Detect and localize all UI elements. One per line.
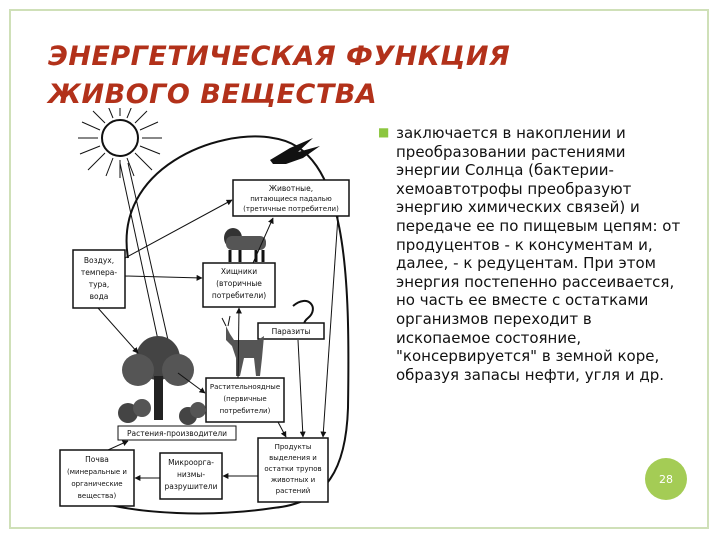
arrow-parasites-to-products [297,339,306,438]
soil-line-3: органические [71,480,122,488]
air-line-1: Воздух, [84,256,114,265]
microbes-box: Микроорга- низмы- разрушители [159,452,223,500]
arrow-scavengers-to-products [320,215,339,438]
title-line-1: ЭНЕРГЕТИЧЕСКАЯ ФУНКЦИЯ [48,41,511,72]
slide-frame [9,9,709,529]
products-line-3: остатки трупов [264,465,321,473]
producers-label: Растения-производители [127,429,227,438]
air-box: Воздух, темпера- тура, вода [72,249,126,309]
scavengers-line-3: (третичные потребители) [243,205,339,213]
soil-line-1: Почва [85,455,109,464]
predators-box: Хищники (вторичные потребители) [202,262,276,308]
microbes-line-2: низмы- [177,470,205,479]
arrow-tree-to-herbivores [177,372,206,394]
sunlight-arrow-2 [127,162,169,341]
predators-line-1: Хищники [221,267,257,276]
air-line-3: тура, [89,280,110,289]
arrow-air-to-predators [124,274,203,281]
products-line-4: животных и [271,476,315,484]
scavengers-box: Животные, питающиеся падалью (третичные … [232,179,350,217]
air-line-4: вода [90,292,109,301]
bullet-list: ■ заключается в накоплении и преобразова… [378,124,682,384]
bullet-text: заключается в накоплении и преобразовани… [396,124,681,384]
arrow-air-to-scavengers [124,199,233,259]
predators-line-3: потребители) [212,291,266,300]
bullet-item: ■ заключается в накоплении и преобразова… [378,124,682,384]
air-line-2: темпера- [81,268,118,277]
soil-line-4: вещества) [78,492,117,500]
page-number-badge: 28 [645,458,687,500]
scavengers-line-2: питающиеся падалью [250,195,332,203]
soil-line-2: (минеральные и [67,468,127,476]
producers-box: Растения-производители [117,425,237,441]
deer-icon [221,315,264,376]
parasites-label: Паразиты [272,327,311,336]
herbivores-box: Растительноядные (первичные потребители) [205,377,285,423]
bullet-marker-icon: ■ [378,125,390,139]
products-box: Продукты выделения и остатки трупов живо… [257,437,329,503]
herbivores-line-1: Растительноядные [210,383,280,391]
products-line-1: Продукты [275,443,312,451]
arrow-herbivores-to-products [277,421,287,438]
title-line-2: ЖИВОГО ВЕЩЕСТВА [48,79,378,110]
herbivores-line-2: (первичные [223,395,266,403]
bushes-icon [118,399,206,425]
products-line-2: выделения и [269,454,317,462]
arrow-soil-to-producers [107,440,129,451]
lion-icon [224,228,266,262]
tree-icon [122,336,194,420]
arrow-predators-to-scavengers [252,217,274,264]
arrow-herbivores-to-predators [235,307,242,379]
energy-cycle-diagram: Животные, питающиеся падалью (третичные … [59,108,350,515]
arrow-air-to-tree [97,307,139,354]
microbes-line-1: Микроорга- [168,458,214,467]
scavengers-line-1: Животные, [269,184,313,193]
soil-box: Почва (минеральные и органические вещест… [59,449,135,507]
parasites-box: Паразиты [257,322,325,340]
slide-title: ЭНЕРГЕТИЧЕСКАЯ ФУНКЦИЯ ЖИВОГО ВЕЩЕСТВА [48,38,608,114]
sunlight-arrow-1 [119,162,159,341]
cycle-outline [102,135,350,515]
microbes-line-3: разрушители [165,482,218,491]
predators-line-2: (вторичные [216,279,262,288]
herbivores-line-3: потребители) [220,407,271,415]
sun-icon [78,108,162,178]
products-line-5: растений [276,487,311,495]
bird-icon [270,138,320,164]
